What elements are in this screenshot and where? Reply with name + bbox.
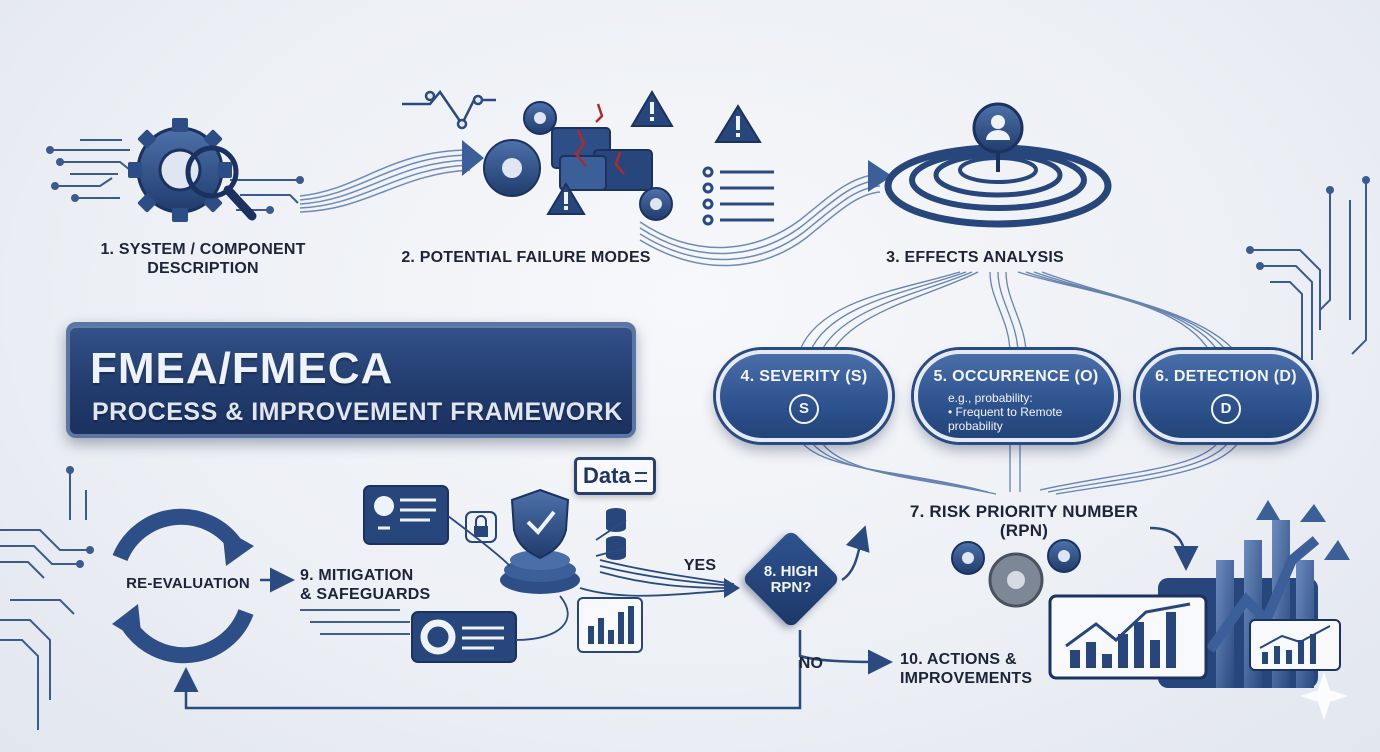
gear-magnifier-icon xyxy=(128,118,257,222)
step-9-label: 9. MITIGATION & SAFEGUARDS xyxy=(300,566,430,604)
step-7-line-2: (RPN) xyxy=(999,521,1049,540)
rpn-gears-icon xyxy=(951,539,1081,608)
step-2-label: 2. POTENTIAL FAILURE MODES xyxy=(401,249,651,266)
fan-out-lines xyxy=(799,271,1241,359)
chart-card-small-icon xyxy=(1249,619,1341,671)
severity-pill: 4. SEVERITY (S) S xyxy=(716,350,892,442)
flow-band-2-3 xyxy=(639,173,881,267)
title-main: FMEA/FMECA xyxy=(90,344,394,393)
user-pin-icon xyxy=(972,102,1024,172)
occurrence-pill: 5. OCCURRENCE (O) e.g., probability: • F… xyxy=(914,350,1118,442)
sparkle-icon xyxy=(1300,672,1348,720)
detection-pill: 6. DETECTION (D) D xyxy=(1136,350,1316,442)
warning-triangle-icon xyxy=(546,90,762,215)
severity-badge: S xyxy=(789,394,819,424)
decision-line-2: RPN? xyxy=(770,579,812,596)
yes-label: YES xyxy=(683,557,717,574)
severity-label: 4. SEVERITY (S) xyxy=(740,368,868,385)
no-label: NO xyxy=(798,655,824,672)
step-10-line-1: 10. ACTIONS & xyxy=(900,651,1017,668)
decision-text: 8. HIGH RPN? xyxy=(742,564,840,596)
lines-icon xyxy=(635,472,647,482)
step-10-label: 10. ACTIONS & IMPROVEMENTS xyxy=(900,650,1032,688)
padlock-icon xyxy=(465,511,497,543)
reevaluation-label: RE-EVALUATION xyxy=(126,575,250,592)
checklist-icon xyxy=(702,166,774,226)
chart-card-large-icon xyxy=(1048,594,1208,680)
step-10-line-2: IMPROVEMENTS xyxy=(900,670,1033,687)
broken-gear-icon xyxy=(483,101,673,221)
shield-platform-icon xyxy=(500,488,580,594)
hub-connector-lines xyxy=(300,515,735,641)
step-1-line-1: 1. SYSTEM / COMPONENT xyxy=(100,241,306,258)
step-3-label: 3. EFFECTS ANALYSIS xyxy=(886,249,1064,266)
title-plate: FMEA/FMECA PROCESS & IMPROVEMENT FRAMEWO… xyxy=(66,322,636,438)
flow-band-1-2 xyxy=(299,149,471,213)
step-9-line-1: 9. MITIGATION xyxy=(300,567,414,584)
bar-chart-card-icon xyxy=(577,597,643,653)
detection-label: 6. DETECTION (D) xyxy=(1155,368,1297,385)
report-card-icon xyxy=(363,485,449,545)
circuit-traces-top-left xyxy=(46,139,304,214)
donut-card-icon xyxy=(411,611,517,663)
cracked-blocks-icon xyxy=(551,103,653,191)
step-7-line-1: 7. RISK PRIORITY NUMBER xyxy=(909,502,1139,521)
step-1-label: 1. SYSTEM / COMPONENT DESCRIPTION xyxy=(98,240,308,278)
converge-lines xyxy=(799,439,1241,495)
occurrence-note-3: probability xyxy=(948,419,1003,433)
occurrence-note-1: e.g., probability: xyxy=(948,391,1033,405)
decision-diamond: 8. HIGH RPN? xyxy=(741,529,841,629)
detection-badge: D xyxy=(1211,394,1241,424)
title-subtitle: PROCESS & IMPROVEMENT FRAMEWORK xyxy=(92,398,623,426)
occurrence-label: 5. OCCURRENCE (O) xyxy=(933,368,1099,385)
data-tag-text: Data xyxy=(583,463,631,488)
occurrence-note-2: • Frequent to Remote xyxy=(948,405,1063,419)
step-9-line-2: & SAFEGUARDS xyxy=(300,586,431,603)
circuit-traces-bottom-left xyxy=(0,466,94,730)
step-7-label: 7. RISK PRIORITY NUMBER (RPN) xyxy=(888,502,1160,540)
data-tag: Data xyxy=(574,457,656,495)
decision-line-1: 8. HIGH xyxy=(763,563,819,580)
zigzag-signal-icon xyxy=(402,89,496,130)
circuit-traces-right xyxy=(1246,176,1370,390)
step-1-line-2: DESCRIPTION xyxy=(147,260,259,277)
